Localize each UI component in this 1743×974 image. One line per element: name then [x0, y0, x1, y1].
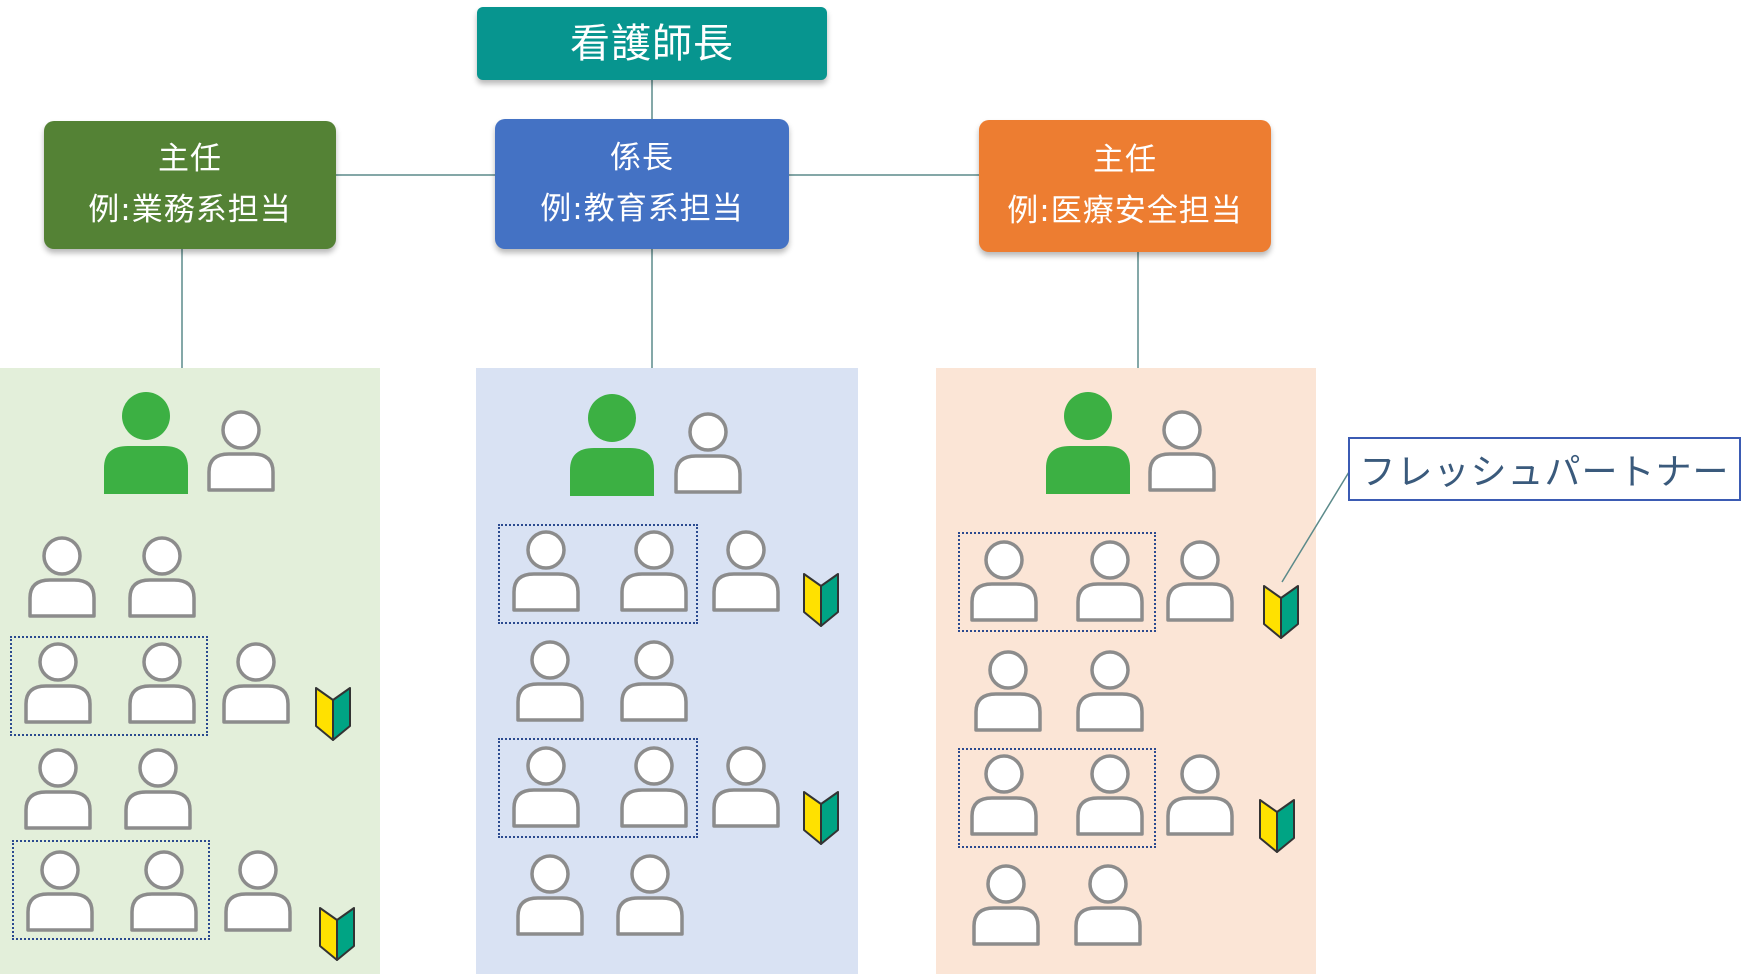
- beginner-mark-icon: [802, 572, 840, 628]
- fresh-partner-pair-box: [498, 738, 698, 838]
- leader-person-icon: [568, 392, 656, 496]
- person-outline-icon: [220, 640, 292, 726]
- fresh-partner-label: フレッシュパートナー: [1359, 452, 1730, 493]
- node-title: 係長: [610, 139, 674, 176]
- fresh-partner-callout: フレッシュパートナー: [1348, 437, 1741, 501]
- person-outline-icon: [1074, 538, 1146, 624]
- person-outline-icon: [710, 528, 782, 614]
- person-outline-icon: [968, 538, 1040, 624]
- person-outline-icon: [128, 848, 200, 934]
- person-outline-icon: [618, 638, 690, 724]
- fresh-partner-pair-box: [12, 840, 210, 940]
- leader-person-icon: [1044, 390, 1132, 494]
- node-role: 例:教育系担当: [540, 191, 744, 227]
- person-outline-icon: [614, 852, 686, 938]
- person-outline-icon: [222, 848, 294, 934]
- chief-node-left: 主任 例:業務系担当: [44, 121, 336, 249]
- person-outline-icon: [672, 410, 744, 496]
- person-outline-icon: [968, 752, 1040, 838]
- node-role: 例:医療安全担当: [1007, 193, 1243, 229]
- subsection-chief-node: 係長 例:教育系担当: [495, 119, 789, 249]
- person-outline-icon: [24, 848, 96, 934]
- person-outline-icon: [22, 640, 94, 726]
- person-outline-icon: [618, 744, 690, 830]
- person-outline-icon: [1072, 862, 1144, 948]
- leader-person-icon: [102, 390, 190, 494]
- person-outline-icon: [26, 534, 98, 620]
- head-nurse-node: 看護師長: [477, 7, 827, 80]
- fresh-partner-pair-box: [10, 636, 208, 736]
- fresh-partner-pair-box: [958, 532, 1156, 632]
- person-outline-icon: [618, 528, 690, 614]
- beginner-mark-icon: [1258, 798, 1296, 854]
- person-outline-icon: [205, 408, 277, 494]
- person-outline-icon: [126, 640, 198, 726]
- person-outline-icon: [510, 744, 582, 830]
- person-outline-icon: [970, 862, 1042, 948]
- head-nurse-label: 看護師長: [570, 20, 734, 67]
- person-outline-icon: [972, 648, 1044, 734]
- beginner-mark-icon: [1262, 584, 1300, 640]
- person-outline-icon: [122, 746, 194, 832]
- person-outline-icon: [126, 534, 198, 620]
- fresh-partner-pair-box: [958, 748, 1156, 848]
- node-title: 主任: [1093, 141, 1157, 178]
- person-outline-icon: [1074, 752, 1146, 838]
- person-outline-icon: [1164, 538, 1236, 624]
- person-outline-icon: [1164, 752, 1236, 838]
- node-title: 主任: [158, 140, 222, 177]
- person-outline-icon: [1074, 648, 1146, 734]
- person-outline-icon: [1146, 408, 1218, 494]
- person-outline-icon: [22, 746, 94, 832]
- node-role: 例:業務系担当: [88, 192, 292, 228]
- fresh-partner-pair-box: [498, 524, 698, 624]
- beginner-mark-icon: [314, 686, 352, 742]
- person-outline-icon: [514, 852, 586, 938]
- beginner-mark-icon: [802, 790, 840, 846]
- person-outline-icon: [710, 744, 782, 830]
- person-outline-icon: [514, 638, 586, 724]
- beginner-mark-icon: [318, 906, 356, 962]
- chief-node-right: 主任 例:医療安全担当: [979, 120, 1271, 252]
- person-outline-icon: [510, 528, 582, 614]
